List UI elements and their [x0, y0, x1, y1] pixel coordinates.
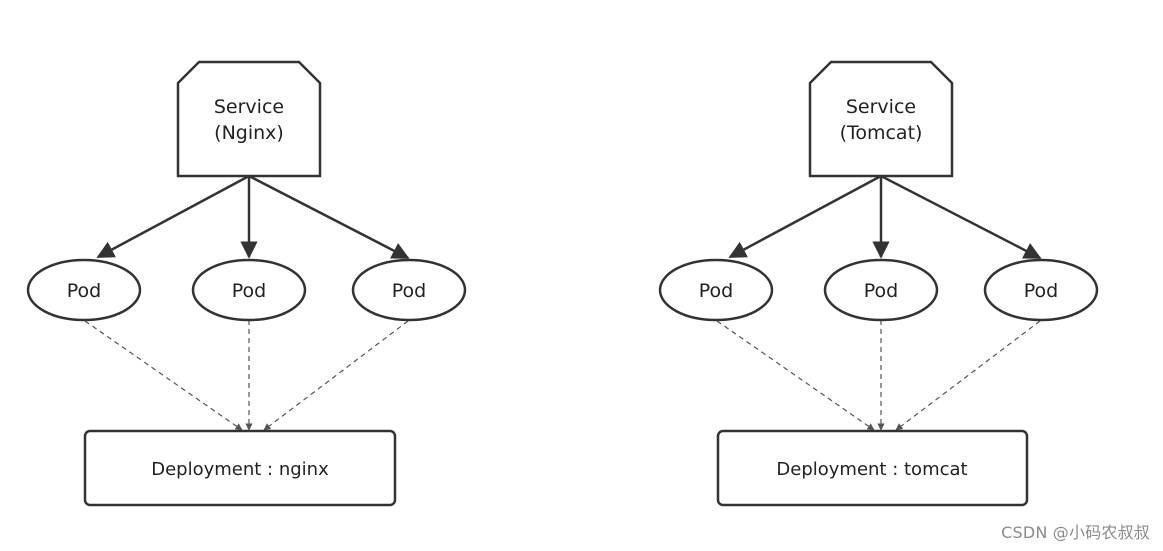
nginx-service-links [96, 174, 410, 260]
tomcat-service-to-pod-1-arrow [728, 174, 882, 259]
nginx-pod-3-label: Pod [392, 280, 426, 302]
tomcat-pod-3: Pod [983, 258, 1099, 322]
tomcat-pod-3-label: Pod [1024, 280, 1058, 302]
nginx-service-to-pod-3-arrow [248, 174, 410, 260]
tomcat-pod-1-to-deployment-arrow [716, 320, 875, 431]
nginx-service-shape [176, 60, 322, 178]
nginx-service-node: Service (Nginx) [176, 60, 322, 178]
nginx-pod-2-shape [191, 258, 307, 322]
nginx-pod-2-label: Pod [232, 280, 266, 302]
nginx-pod-2: Pod [191, 258, 307, 322]
tomcat-pod-2-label: Pod [864, 280, 898, 302]
nginx-pod-3: Pod [351, 258, 467, 322]
tomcat-service-shape [808, 60, 954, 178]
tomcat-deployment-node: Deployment : tomcat [716, 429, 1029, 507]
nginx-pod-1: Pod [26, 258, 142, 322]
tomcat-pod-2: Pod [823, 258, 939, 322]
nginx-pod-1-label: Pod [67, 280, 101, 302]
tomcat-pod-2-shape [823, 258, 939, 322]
nginx-pod-1-shape [26, 258, 142, 322]
nginx-service-to-pod-1-arrow [96, 174, 250, 259]
nginx-deployment-shape [83, 429, 397, 507]
tomcat-pod-deployment-links [716, 320, 1041, 431]
nginx-pod-deployment-links [84, 320, 409, 431]
nginx-group: Service (Nginx) Pod Pod Pod Deployment :… [26, 60, 467, 507]
tomcat-deployment-label: Deployment : tomcat [776, 459, 967, 480]
tomcat-service-links [728, 174, 1042, 260]
csdn-watermark: CSDN @小码农叔叔 [1001, 523, 1150, 542]
tomcat-pod-3-shape [983, 258, 1099, 322]
tomcat-service-node: Service (Tomcat) [808, 60, 954, 178]
tomcat-service-to-pod-3-arrow [880, 174, 1042, 260]
nginx-service-subtitle: (Nginx) [214, 122, 284, 144]
tomcat-pod-1-label: Pod [699, 280, 733, 302]
nginx-deployment-label: Deployment : nginx [151, 459, 329, 480]
nginx-pod-3-shape [351, 258, 467, 322]
nginx-service-title: Service [214, 96, 284, 118]
tomcat-pod-1: Pod [658, 258, 774, 322]
tomcat-pod-3-to-deployment-arrow [895, 320, 1041, 431]
nginx-pod-3-to-deployment-arrow [263, 320, 409, 431]
tomcat-service-title: Service [846, 96, 916, 118]
tomcat-deployment-shape [716, 429, 1029, 507]
nginx-pod-1-to-deployment-arrow [84, 320, 243, 431]
tomcat-pod-1-shape [658, 258, 774, 322]
tomcat-service-subtitle: (Tomcat) [840, 122, 923, 144]
nginx-deployment-node: Deployment : nginx [83, 429, 397, 507]
tomcat-group: Service (Tomcat) Pod Pod Pod Deployment … [658, 60, 1099, 507]
